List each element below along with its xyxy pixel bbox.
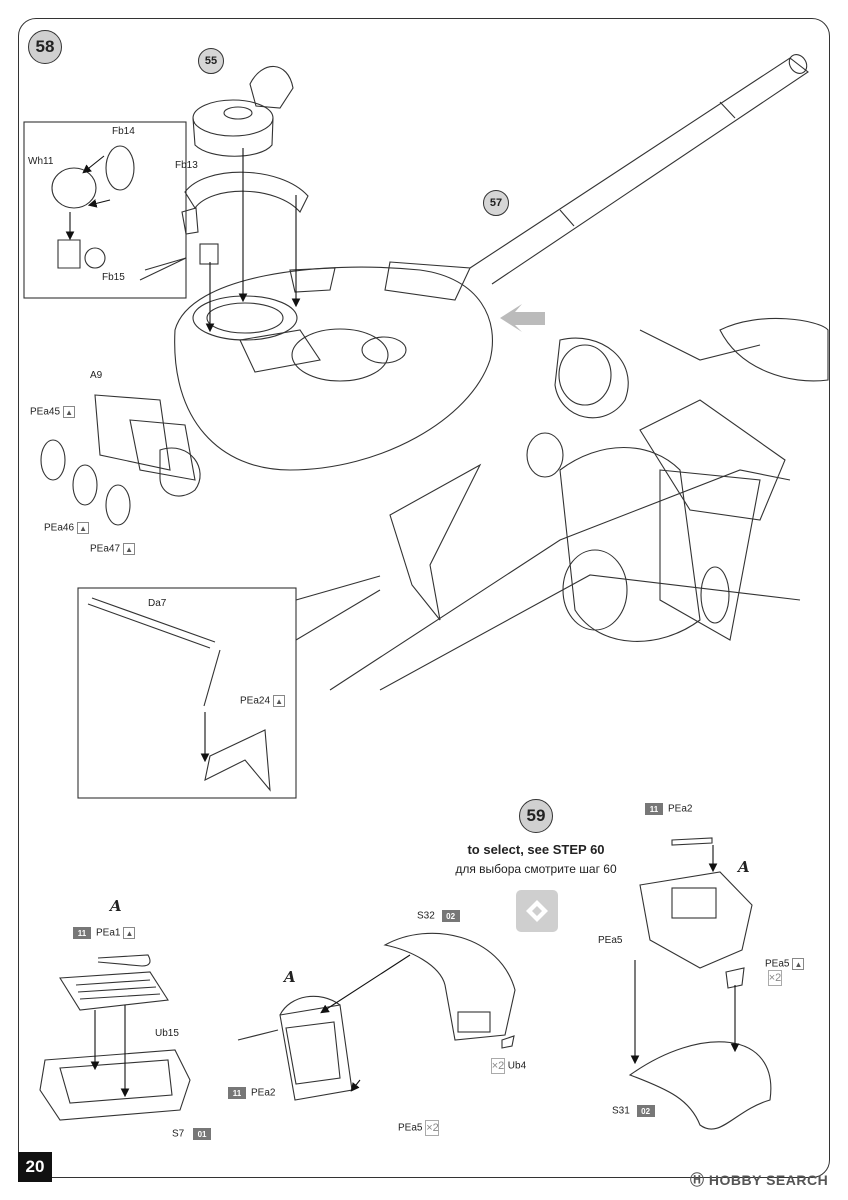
step-58-badge: 58 — [28, 30, 62, 64]
label-pea46: PEa46▲ — [44, 522, 90, 534]
sub-step-55-badge: 55 — [198, 48, 224, 74]
sprue-number: 11 — [73, 927, 91, 939]
watermark-brand: SEARCH — [766, 1172, 829, 1188]
label-ub15: Ub15 — [155, 1028, 179, 1039]
label-s32-text: S32 — [417, 910, 435, 922]
label-s31-text: S31 — [612, 1105, 630, 1117]
quantity-badge: ×2 — [491, 1058, 505, 1074]
photo-etch-icon: ▲ — [63, 406, 76, 418]
select-note-en: to select, see STEP 60 — [467, 842, 605, 857]
label-s31: S31 02 — [612, 1105, 660, 1117]
label-s7-text: S7 — [172, 1128, 185, 1140]
quantity-value: 2 — [775, 972, 782, 984]
label-pea24-text: PEa24 — [240, 695, 271, 707]
label-pea5-right: PEa5▲ ×2 — [765, 958, 805, 986]
sub-step-55-number: 55 — [204, 55, 218, 67]
subassembly-marker-a: A — [738, 858, 750, 876]
label-pea45-text: PEa45 — [30, 406, 61, 418]
label-a9: A9 — [90, 370, 103, 381]
label-pea47-text: PEa47 — [90, 543, 121, 555]
label-ub4-text: Ub4 — [507, 1060, 527, 1072]
page-number: 20 — [18, 1152, 52, 1182]
label-da7: Da7 — [148, 598, 167, 609]
hobby-search-logo-icon: Ⓗ — [690, 1172, 705, 1188]
subassembly-marker-a: A — [284, 968, 296, 986]
sprue-code: 01 — [193, 1128, 212, 1140]
label-pea5-text: PEa5 — [765, 958, 790, 970]
label-pea1: 11 PEa1▲ — [73, 927, 136, 939]
select-note-ru: для выбора смотрите шаг 60 — [455, 862, 617, 876]
label-pea5-text: PEa5 — [398, 1122, 423, 1134]
sprue-code: 02 — [636, 1105, 655, 1117]
label-pea24: PEa24▲ — [240, 695, 286, 707]
label-s32: S32 02 — [417, 910, 465, 922]
watermark: Ⓗ HOBBY SEARCH — [690, 1170, 828, 1190]
quantity-badge: ×2 — [425, 1120, 440, 1136]
photo-etch-icon: ▲ — [792, 958, 805, 970]
label-pea2-text: PEa2 — [251, 1087, 276, 1099]
label-pea2-middle: 11 PEa2 — [228, 1087, 275, 1099]
sub-step-57-number: 57 — [489, 197, 503, 209]
label-fb13: Fb13 — [175, 160, 198, 171]
label-pea5-right-left: PEa5 — [598, 935, 623, 946]
watermark-logo-text: HOBBY — [708, 1172, 762, 1188]
step-59-badge: 59 — [519, 799, 553, 833]
label-pea45: PEa45▲ — [30, 406, 76, 418]
label-pea5-middle: PEa5×2 — [398, 1120, 440, 1136]
subassembly-marker-a: A — [110, 897, 122, 915]
quantity-badge: ×2 — [768, 970, 782, 986]
label-pea47: PEa47▲ — [90, 543, 136, 555]
step-58-number: 58 — [35, 37, 55, 56]
label-fb15: Fb15 — [102, 272, 125, 283]
photo-etch-icon: ▲ — [273, 695, 286, 707]
sub-step-57-badge: 57 — [483, 190, 509, 216]
label-ub4: ×2 Ub4 — [488, 1058, 526, 1074]
label-fb14: Fb14 — [112, 126, 135, 137]
photo-etch-icon: ▲ — [123, 543, 136, 555]
label-pea1-text: PEa1 — [96, 927, 121, 939]
choice-icon — [516, 890, 558, 932]
instruction-sheet-border — [18, 18, 830, 1178]
sprue-code: 02 — [441, 910, 460, 922]
photo-etch-icon: ▲ — [77, 522, 90, 534]
sprue-number: 11 — [228, 1087, 246, 1099]
quantity-value: 2 — [432, 1122, 439, 1134]
quantity-value: 2 — [498, 1060, 505, 1072]
label-s7: S7 01 — [172, 1128, 216, 1140]
label-wh11: Wh11 — [28, 156, 54, 167]
photo-etch-icon: ▲ — [123, 927, 136, 939]
step-59-number: 59 — [526, 806, 546, 825]
label-pea46-text: PEa46 — [44, 522, 75, 534]
label-pea2-right: 11 PEa2 — [645, 803, 692, 815]
sprue-number: 11 — [645, 803, 663, 815]
label-pea2-text: PEa2 — [668, 803, 693, 815]
